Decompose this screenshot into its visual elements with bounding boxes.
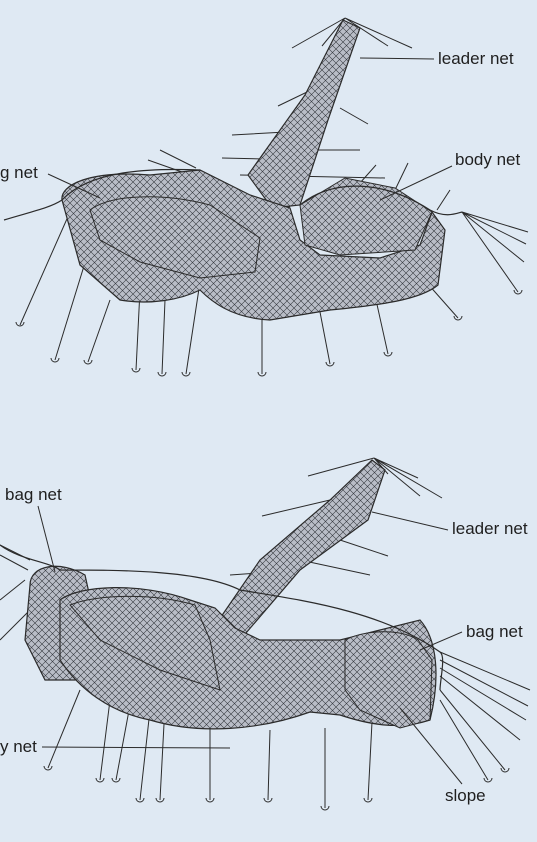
top-right-wing	[300, 178, 432, 255]
bottom-bag-net-label-right: bag net	[466, 622, 523, 641]
bottom-diagram: bag net leader net bag net y net slope	[0, 458, 530, 810]
top-leader-net-label: leader net	[438, 49, 514, 68]
top-body-net-label: body net	[455, 150, 520, 169]
bottom-body-net-label: y net	[0, 737, 37, 756]
bottom-bag-net-label-left: bag net	[5, 485, 62, 504]
slope-label: slope	[445, 786, 486, 805]
top-bag-net-label: g net	[0, 163, 38, 182]
bottom-leader-net-label: leader net	[452, 519, 528, 538]
top-diagram: leader net body net g net	[0, 18, 528, 376]
bottom-leader-net	[212, 460, 385, 640]
bottom-anchors	[44, 766, 509, 810]
